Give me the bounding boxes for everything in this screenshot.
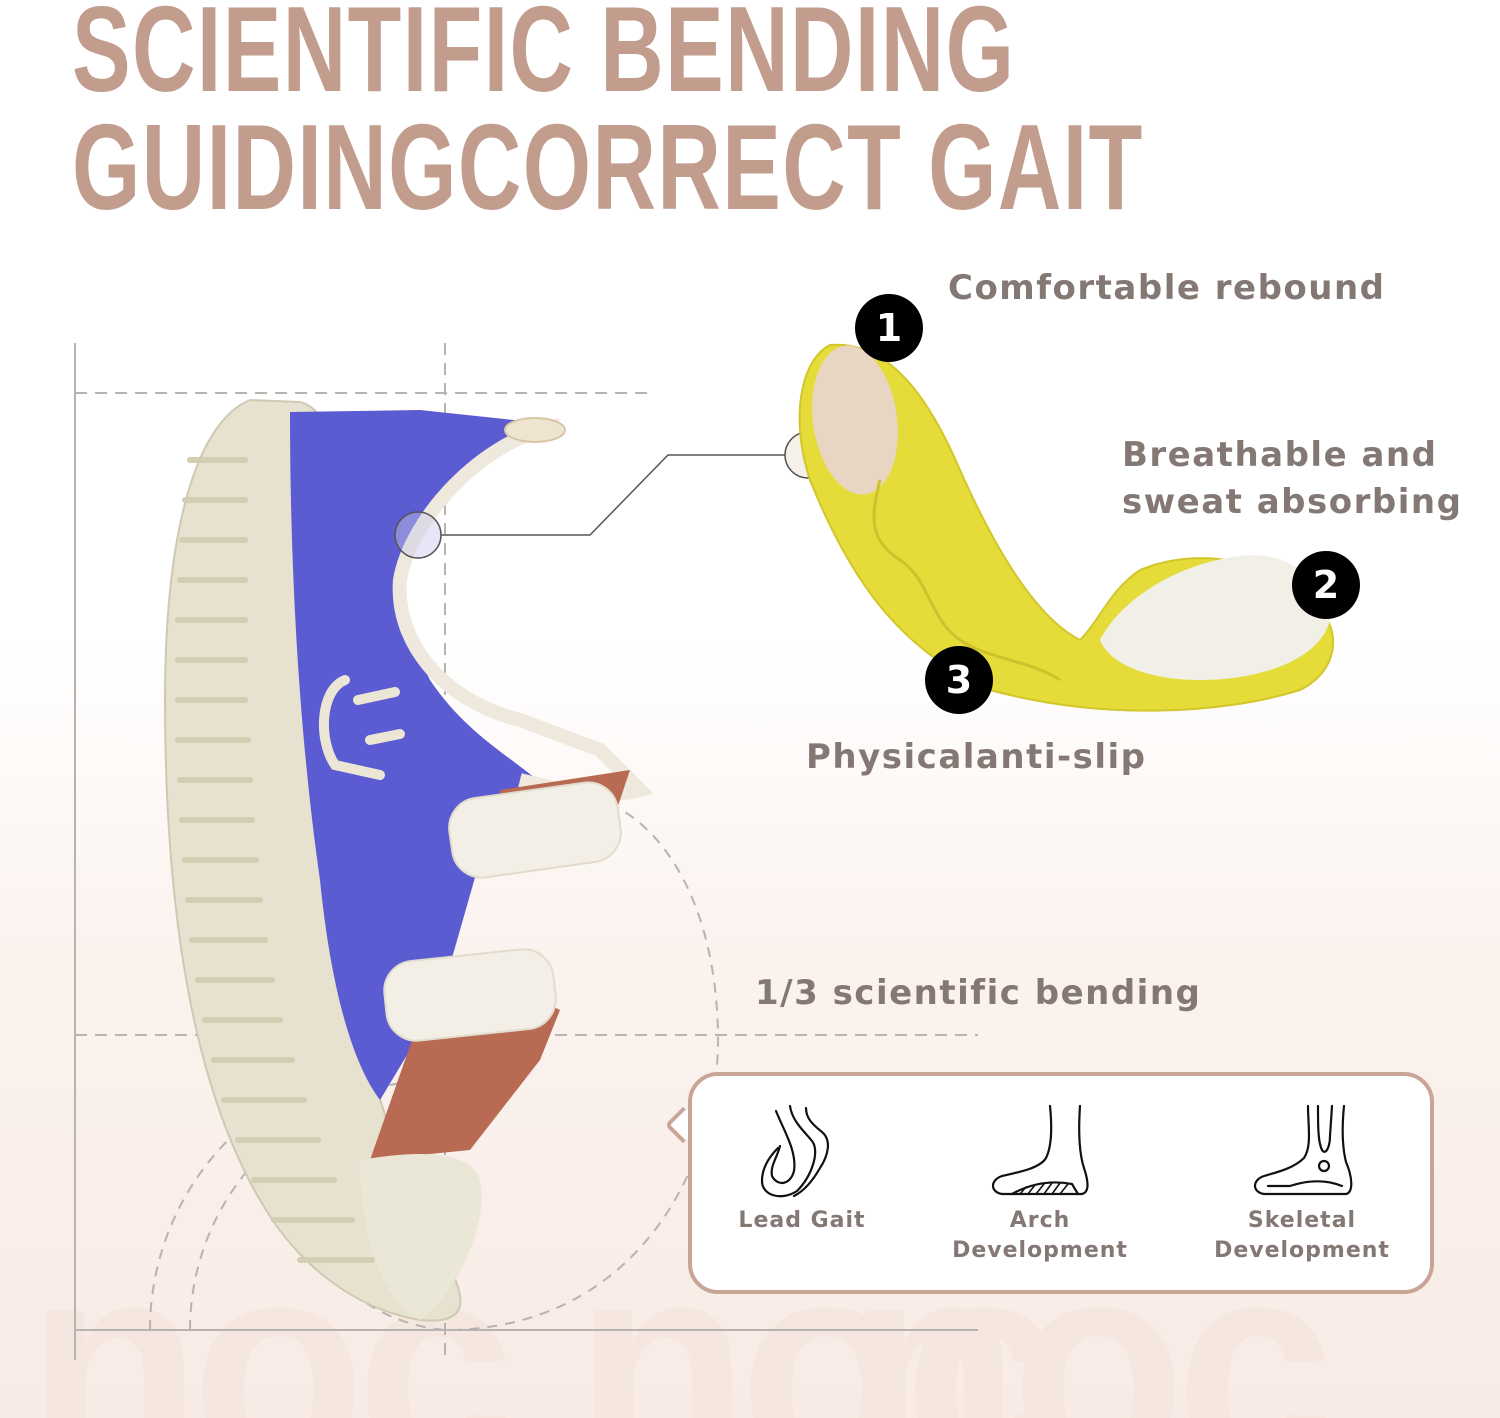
benefit-arch-line1: Arch: [1009, 1208, 1071, 1233]
feature-badge-2: 2: [1292, 551, 1360, 619]
feature-label-breathable-line2: sweat absorbing: [1122, 482, 1463, 522]
benefit-arch-line2: Development: [952, 1238, 1128, 1263]
benefit-arch-development: Arch Development: [930, 1096, 1150, 1286]
benefit-lead-gait: Lead Gait: [692, 1096, 912, 1286]
page-title: SCIENTIFIC BENDING GUIDINGCORRECT GAIT: [72, 0, 1144, 235]
insole-illustration: [798, 343, 1334, 712]
feature-label-comfortable-rebound: Comfortable rebound: [948, 268, 1386, 308]
title-line-2: GUIDINGCORRECT GAIT: [72, 99, 1144, 235]
arch-foot-icon: [991, 1104, 1089, 1196]
skeletal-foot-icon: [1253, 1104, 1353, 1196]
feature-label-breathable-line1: Breathable and: [1122, 435, 1438, 475]
benefit-skeletal-development: Skeletal Development: [1192, 1096, 1412, 1286]
shoe-sole: [163, 398, 462, 1322]
feature-label-anti-slip: Physicalanti-slip: [806, 737, 1147, 777]
benefit-lead-gait-line2: Lead Gait: [738, 1208, 866, 1233]
title-line-1: SCIENTIFIC BENDING: [72, 0, 1016, 117]
benefit-skeletal-line2: Development: [1214, 1238, 1390, 1263]
benefit-skeletal-line1: Skeletal: [1247, 1208, 1357, 1233]
shoe-upper: [290, 410, 654, 1320]
bending-label: 1/3 scientific bending: [755, 973, 1202, 1013]
feature-badge-3: 3: [925, 646, 993, 714]
benefits-card: Lead Gait Arch Development Skeletal Deve…: [688, 1072, 1434, 1294]
lead-gait-foot-icon: [760, 1104, 829, 1198]
feature-badge-1: 1: [855, 294, 923, 362]
